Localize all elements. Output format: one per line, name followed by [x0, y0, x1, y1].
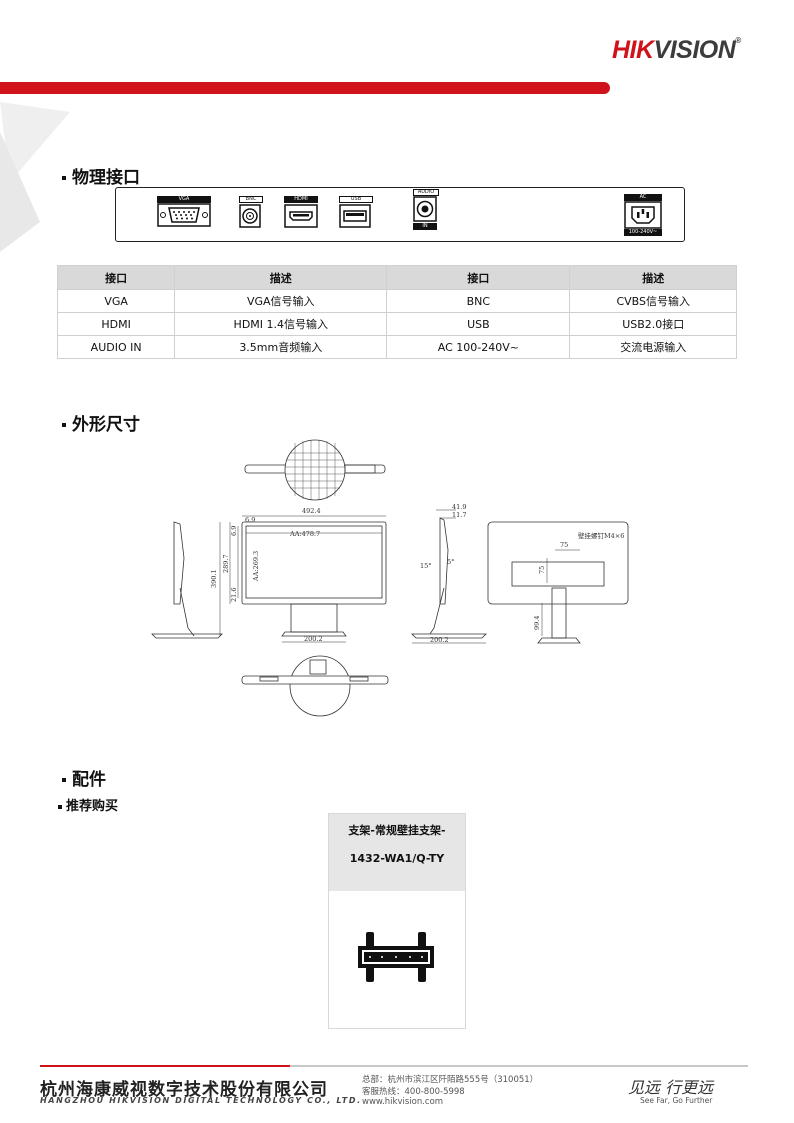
table-header: 接口	[386, 265, 571, 290]
dim-depth-panel: 11.7	[452, 511, 466, 519]
left-side-view	[151, 521, 223, 639]
dim-vesa-width: 75	[560, 541, 568, 549]
table-cell: USB	[386, 312, 571, 336]
table-row: VGA VGA信号输入 BNC CVBS信号输入	[56, 289, 737, 313]
usb-port: USB	[339, 196, 373, 228]
table-cell: 3.5mm音频输入	[174, 335, 388, 359]
hikvision-logo: HIKVISION®	[612, 36, 741, 64]
table-cell: USB2.0接口	[569, 312, 737, 336]
footer-address: 总部：杭州市滨江区阡陌路555号（310051）	[362, 1075, 539, 1085]
bottom-view	[241, 655, 389, 717]
dim-side-base: 200.2	[430, 636, 449, 644]
recommended-purchase-label: 推荐购买	[58, 795, 118, 814]
wall-mount-bracket-image	[358, 932, 434, 982]
bnc-port: BNC	[239, 196, 263, 228]
section-title-accessories: 配件	[62, 765, 106, 790]
table-cell: CVBS信号输入	[569, 289, 737, 313]
decorative-triangle	[0, 102, 70, 252]
table-cell: HDMI	[56, 312, 176, 336]
slogan-en: See Far, Go Further	[640, 1096, 713, 1105]
table-cell: VGA信号输入	[174, 289, 388, 313]
table-cell: BNC	[386, 289, 571, 313]
dim-aa-width: AA:478.7	[289, 530, 320, 538]
dim-height-panel: 289.7	[222, 554, 230, 573]
dimension-drawing: 492.4 6.9 AA:478.7 390.1 289.7 6.9 AA:26…	[151, 439, 629, 717]
table-cell: VGA	[56, 289, 176, 313]
dim-width: 492.4	[302, 507, 321, 515]
vga-port: VGA	[157, 196, 211, 227]
dim-aa-height: AA:269.3	[252, 551, 260, 582]
table-cell: AC 100-240V~	[386, 335, 571, 359]
table-header: 描述	[569, 265, 737, 290]
back-view	[487, 521, 629, 644]
table-cell: AUDIO IN	[56, 335, 176, 359]
slogan-cn: 见远 行更远	[628, 1078, 714, 1097]
ac-power-port: AC 100-240V~	[624, 194, 662, 236]
header-red-bar	[0, 82, 610, 94]
table-cell: HDMI 1.4信号输入	[174, 312, 388, 336]
footer-gray-line	[290, 1065, 748, 1067]
company-name-en: HANGZHOU HIKVISION DIGITAL TECHNOLOGY CO…	[40, 1096, 362, 1105]
front-view	[219, 515, 387, 643]
dim-depth-total: 41.9	[452, 503, 466, 511]
interface-panel-diagram: VGA BNC HDMI USB	[115, 187, 685, 242]
dim-base-width: 200.2	[304, 635, 323, 643]
interface-spec-table: 接口 描述 接口 描述 VGA VGA信号输入 BNC CVBS信号输入 HDM…	[56, 265, 737, 359]
table-header: 接口	[56, 265, 176, 290]
section-title-dimensions: 外形尺寸	[62, 410, 140, 435]
table-header: 描述	[174, 265, 388, 290]
table-row: AUDIO IN 3.5mm音频输入 AC 100-240V~ 交流电源输入	[56, 335, 737, 359]
dim-tilt-forward: 5°	[447, 558, 454, 566]
dim-bezel-bottom: 21.6	[230, 588, 238, 602]
section-title-interfaces: 物理接口	[62, 163, 140, 188]
table-cell: 交流电源输入	[569, 335, 737, 359]
dim-vesa-height: 75	[538, 566, 546, 574]
company-name-cn: 杭州海康威视数字技术股份有限公司	[40, 1080, 328, 1100]
dim-bezel-top: 6.9	[245, 516, 255, 524]
dim-tilt-back: 15°	[420, 562, 432, 570]
dim-stand-height: 99.4	[533, 616, 541, 630]
hdmi-port: HDMI	[284, 196, 318, 228]
accessory-card-header: 支架-常规壁挂支架- 1432-WA1/Q-TY	[329, 814, 465, 891]
footer-website[interactable]: www.hikvision.com	[362, 1097, 444, 1107]
table-row: HDMI HDMI 1.4信号输入 USB USB2.0接口	[56, 312, 737, 336]
accessory-name-line2: 1432-WA1/Q-TY	[349, 852, 445, 865]
footer-hotline: 客服热线：400-800-5998	[362, 1087, 465, 1097]
dim-screw: 壁挂螺钉M4×6	[578, 531, 624, 540]
accessory-card: 支架-常规壁挂支架- 1432-WA1/Q-TY	[328, 813, 466, 1029]
audio-in-port: AUDIO IN	[413, 189, 439, 233]
dim-height-total: 390.1	[210, 569, 218, 588]
dim-bezel-side: 6.9	[230, 526, 238, 536]
accessory-name-line1: 支架-常规壁挂支架-	[348, 824, 446, 837]
right-side-view	[411, 509, 487, 644]
top-view	[244, 439, 386, 501]
table-header-row: 接口 描述 接口 描述	[56, 265, 737, 290]
footer-red-line	[40, 1065, 290, 1067]
